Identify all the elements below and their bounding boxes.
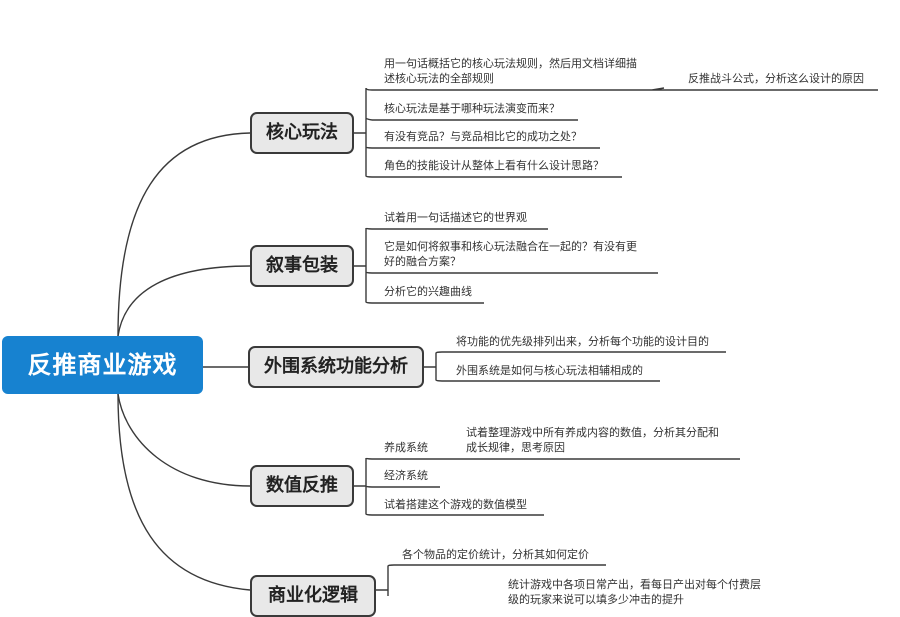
leaf-core-2[interactable]: 核心玩法是基于哪种玩法演变而来？ xyxy=(384,102,560,115)
connector-root-narrative xyxy=(117,265,251,337)
leaf-numeric-1-child-line1[interactable]: 试着整理游戏中所有养成内容的数值，分析其分配和 xyxy=(466,426,719,439)
leaf-numeric-3[interactable]: 试着搭建这个游戏的数值模型 xyxy=(384,498,527,511)
connector-root-monetization xyxy=(117,393,251,591)
connector-root-numeric xyxy=(117,393,251,487)
leaf-core-1-child[interactable]: 反推战斗公式，分析这么设计的原因 xyxy=(688,72,864,85)
leaf-narrative-2-line2[interactable]: 好的融合方案？ xyxy=(384,255,461,268)
connector-monetization-items xyxy=(376,564,395,596)
topic-numeric-reverse[interactable]: 数值反推 xyxy=(250,465,354,507)
leaf-numeric-2[interactable]: 经济系统 xyxy=(384,469,428,482)
topic-peripheral-systems[interactable]: 外围系统功能分析 xyxy=(248,346,424,388)
leaf-numeric-1[interactable]: 养成系统 xyxy=(384,441,428,454)
leaf-core-1-line2[interactable]: 述核心玩法的全部规则 xyxy=(384,72,494,85)
leaf-systems-2[interactable]: 外围系统是如何与核心玩法相辅相成的 xyxy=(456,364,643,377)
connector-narrative-items xyxy=(354,227,373,304)
leaf-narrative-3[interactable]: 分析它的兴趣曲线 xyxy=(384,285,472,298)
leaf-narrative-2-line1[interactable]: 它是如何将叙事和核心玩法融合在一起的？有没有更 xyxy=(384,240,637,253)
root-topic[interactable]: 反推商业游戏 xyxy=(2,336,203,394)
connector-systems-items xyxy=(424,351,443,382)
topic-narrative-packaging[interactable]: 叙事包装 xyxy=(250,245,354,287)
topic-core-gameplay[interactable]: 核心玩法 xyxy=(250,112,354,154)
leaf-core-4[interactable]: 角色的技能设计从整体上看有什么设计思路？ xyxy=(384,159,604,172)
connector-numeric-items xyxy=(354,457,373,516)
leaf-numeric-1-child-line2[interactable]: 成长规律，思考原因 xyxy=(466,441,565,454)
leaf-monetization-2-child-line2[interactable]: 级的玩家来说可以填多少冲击的提升 xyxy=(508,593,684,606)
connector-lines xyxy=(117,87,878,596)
leaf-core-1-line1[interactable]: 用一句话概括它的核心玩法规则，然后用文档详细描 xyxy=(384,57,637,70)
underline-core-1 xyxy=(372,87,878,91)
topic-monetization-logic[interactable]: 商业化逻辑 xyxy=(250,575,376,617)
connector-root-core xyxy=(117,132,251,337)
leaf-monetization-2-child-line1[interactable]: 统计游戏中各项日常产出，看每日产出对每个付费层 xyxy=(508,578,761,591)
connector-core-items xyxy=(354,87,373,178)
leaf-monetization-1[interactable]: 各个物品的定价统计，分析其如何定价 xyxy=(402,548,589,561)
leaf-core-3[interactable]: 有没有竞品？与竞品相比它的成功之处？ xyxy=(384,130,582,143)
mind-map-canvas xyxy=(117,87,878,596)
leaf-systems-1[interactable]: 将功能的优先级排列出来，分析每个功能的设计目的 xyxy=(456,335,709,348)
leaf-narrative-1[interactable]: 试着用一句话描述它的世界观 xyxy=(384,211,527,224)
